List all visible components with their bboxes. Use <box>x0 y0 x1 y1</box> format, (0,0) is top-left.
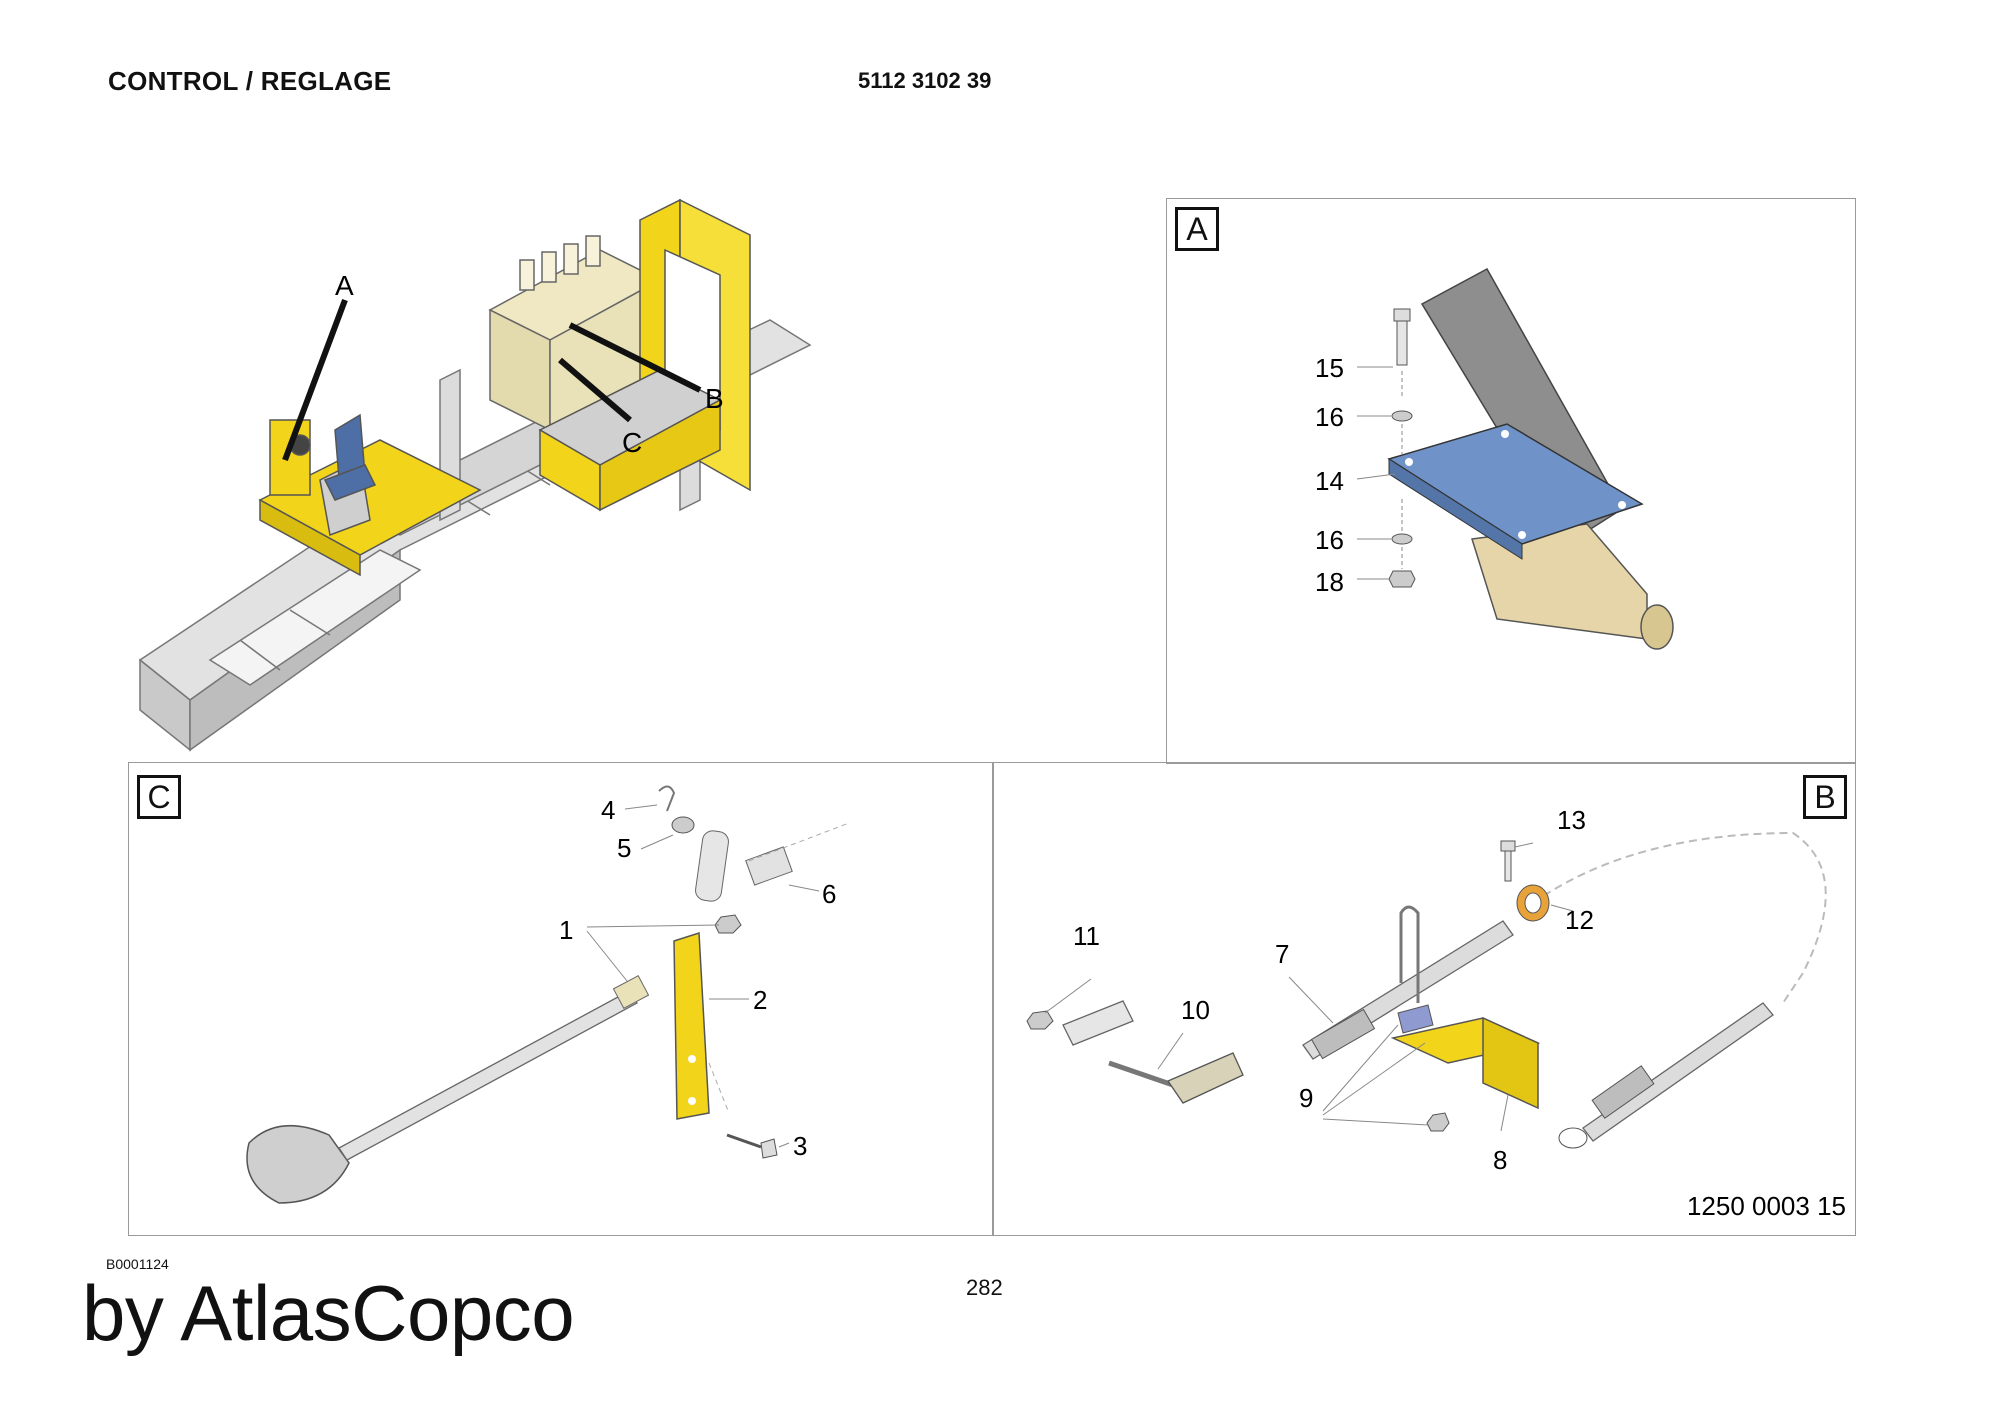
panel-c-tag: C <box>137 775 181 819</box>
callout-b: B <box>705 383 724 414</box>
panel-b: B <box>992 762 1856 1236</box>
machine-overview-illustration: A B C <box>138 198 812 752</box>
label-3: 3 <box>793 1131 807 1161</box>
drawing-number: 1250 0003 15 <box>1687 1191 1846 1221</box>
screw-15 <box>1396 320 1408 366</box>
cable-linkage-illustration: 13 12 11 7 10 9 8 1250 0003 15 <box>1026 805 1846 1221</box>
nut-18 <box>1388 570 1416 588</box>
drawing-code: B0001124 <box>106 1256 169 1272</box>
nut-11 <box>1026 1010 1054 1030</box>
cotter-pin-4 <box>658 785 676 812</box>
label-10: 10 <box>1181 995 1210 1025</box>
cable-right-end <box>1582 1002 1774 1142</box>
label-5: 5 <box>617 833 631 863</box>
washer-5 <box>671 816 695 834</box>
page-number: 282 <box>966 1275 1003 1300</box>
label-7: 7 <box>1275 939 1289 969</box>
panel-a-tag: A <box>1175 207 1219 251</box>
u-bolt <box>1399 905 1420 1003</box>
page-title: CONTROL / REGLAGE <box>108 66 392 96</box>
washer-16-bottom <box>1391 533 1413 545</box>
label-8: 8 <box>1493 1145 1507 1175</box>
panel-c: C 4 5 <box>128 762 994 1236</box>
callout-a: A <box>335 270 354 301</box>
panel-a: A 15 16 14 16 18 <box>1166 198 1856 764</box>
clevis-plate-11 <box>1062 1000 1134 1046</box>
operator-station <box>258 413 482 577</box>
clamp-9 <box>1397 1004 1434 1034</box>
label-4: 4 <box>601 795 615 825</box>
engine-block <box>488 235 662 432</box>
label-6: 6 <box>822 879 836 909</box>
label-12: 12 <box>1565 905 1594 935</box>
publisher-credit: by AtlasCopco <box>82 1269 575 1357</box>
callout-leaders <box>282 298 702 462</box>
label-2: 2 <box>753 985 767 1015</box>
label-18: 18 <box>1315 567 1344 597</box>
bracket-2 <box>673 931 710 1120</box>
screw-13 <box>1504 850 1512 882</box>
label-14: 14 <box>1315 466 1344 496</box>
label-15: 15 <box>1315 353 1344 383</box>
label-1: 1 <box>559 915 573 945</box>
rod-end-10 <box>1167 1052 1244 1104</box>
throttle-handle-illustration: 4 5 6 1 2 3 <box>246 785 850 1204</box>
t-handle <box>246 1124 350 1204</box>
label-13: 13 <box>1557 805 1586 835</box>
rod-end-6 <box>745 846 793 886</box>
document-number: 5112 3102 39 <box>858 68 992 93</box>
washer-16-top <box>1391 410 1413 422</box>
control-cable <box>338 990 638 1161</box>
label-16-bottom: 16 <box>1315 525 1344 555</box>
label-9: 9 <box>1299 1083 1313 1113</box>
panel-b-tag: B <box>1803 775 1847 819</box>
label-11: 11 <box>1073 921 1100 951</box>
label-16-top: 16 <box>1315 402 1344 432</box>
callout-c: C <box>622 427 642 458</box>
pedal-assembly-illustration: 15 16 14 16 18 <box>1315 267 1674 650</box>
clevis-plate <box>695 830 729 902</box>
